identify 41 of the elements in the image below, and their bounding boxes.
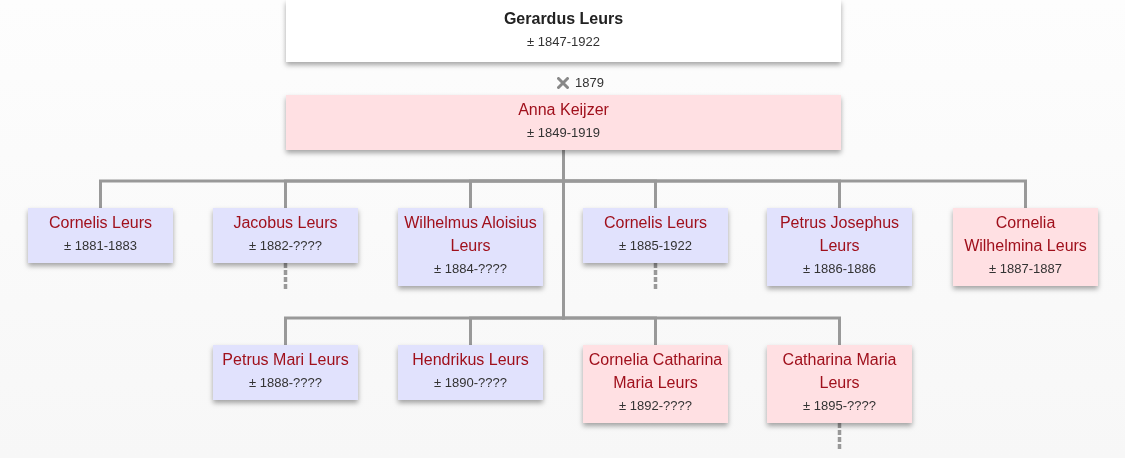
person-card xyxy=(398,345,543,400)
person-name: Anna Keijzer xyxy=(517,100,610,120)
life-dates: ± 1886-1886 xyxy=(802,260,877,278)
person-card xyxy=(767,208,912,286)
life-dates: ± 1881-1883 xyxy=(63,237,138,255)
person-name: Cornelia Wilhelmina Leurs xyxy=(963,213,1088,256)
person-card xyxy=(767,345,912,423)
descendant-stub-line xyxy=(837,423,842,449)
marriage-year: 1879 xyxy=(575,75,604,91)
connector-line xyxy=(562,150,841,345)
life-dates: ± 1849-1919 xyxy=(526,124,601,142)
person-name: Wilhelmus Aloisius Leurs xyxy=(403,213,538,256)
life-dates: ± 1884-???? xyxy=(433,260,508,278)
life-dates: ± 1888-???? xyxy=(248,374,323,392)
person-name: Catharina Maria Leurs xyxy=(781,350,898,393)
person-card xyxy=(213,208,358,263)
descendant-stub-line xyxy=(283,263,288,289)
life-dates: ± 1895-???? xyxy=(802,397,877,415)
person-name: Petrus Mari Leurs xyxy=(221,350,350,370)
person-name: Petrus Josephus Leurs xyxy=(778,213,901,256)
person-card xyxy=(213,345,358,400)
person-name: Hendrikus Leurs xyxy=(411,350,530,370)
life-dates: ± 1882-???? xyxy=(248,237,323,255)
person-name: Gerardus Leurs xyxy=(502,9,625,29)
person-name: Cornelis Leurs xyxy=(47,213,154,233)
life-dates: ± 1892-???? xyxy=(618,397,693,415)
person-card xyxy=(286,95,841,150)
life-dates: ± 1890-???? xyxy=(433,374,508,392)
person-card xyxy=(953,208,1098,286)
person-card xyxy=(28,208,173,263)
person-card xyxy=(583,345,728,423)
person-card xyxy=(583,208,728,263)
person-name: Jacobus Leurs xyxy=(232,213,339,233)
life-dates: ± 1847-1922 xyxy=(526,33,601,51)
life-dates: ± 1885-1922 xyxy=(618,237,693,255)
life-dates: ± 1887-1887 xyxy=(988,260,1063,278)
descendant-stub-line xyxy=(653,263,658,289)
person-name: Cornelis Leurs xyxy=(602,213,709,233)
person-card xyxy=(286,0,841,62)
person-card xyxy=(398,208,543,286)
person-name: Cornelia Catharina Maria Leurs xyxy=(587,350,724,393)
